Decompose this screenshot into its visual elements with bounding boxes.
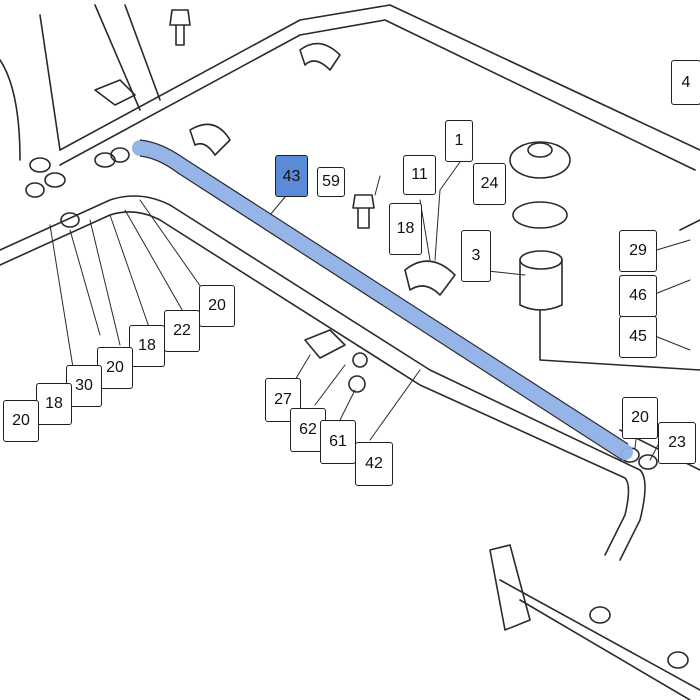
callout-43[interactable]: 43 [275, 155, 308, 197]
callout-22[interactable]: 22 [164, 310, 200, 352]
clamp-top [299, 42, 341, 71]
callout-18[interactable]: 18 [389, 203, 422, 255]
fitting-right-2 [638, 454, 658, 470]
callout-4[interactable]: 4 [671, 60, 700, 105]
callout-46[interactable]: 46 [619, 275, 657, 317]
left-post-4 [39, 14, 61, 151]
left-post-1 [0, 59, 21, 161]
filler-cap-top [527, 142, 553, 158]
callout-59[interactable]: 59 [317, 167, 345, 197]
hose-43-outline-top [139, 139, 629, 445]
callout-42[interactable]: 42 [355, 442, 393, 486]
callout-20[interactable]: 20 [199, 285, 235, 327]
callout-11[interactable]: 11 [403, 155, 436, 195]
callout-61[interactable]: 61 [320, 420, 356, 464]
fitting-left-4 [110, 147, 130, 163]
frame-rail-top-inner [59, 19, 696, 171]
callout-30[interactable]: 30 [66, 365, 102, 407]
clip-27 [304, 329, 346, 359]
fitting-left-6 [25, 182, 45, 198]
clamp-mid [189, 123, 231, 156]
callout-20[interactable]: 20 [3, 400, 39, 442]
right-frame [539, 309, 700, 371]
leader-lines [49, 161, 691, 461]
callout-1[interactable]: 1 [445, 120, 473, 162]
fitting-left-3 [94, 152, 116, 168]
nut-62 [352, 352, 368, 368]
bolt-59 [352, 194, 375, 229]
gasket-ring [512, 201, 568, 229]
callout-20[interactable]: 20 [622, 397, 658, 439]
callout-23[interactable]: 23 [658, 422, 696, 464]
fitting-left-1 [29, 157, 51, 173]
frame-rail-top [59, 4, 700, 151]
washer-61 [348, 375, 366, 393]
hose-43-outline-bottom [139, 155, 623, 461]
clamp-18 [404, 260, 456, 296]
callout-45[interactable]: 45 [619, 316, 657, 358]
lower-frame-tube-inner [0, 211, 630, 556]
fitting-left-5 [60, 212, 80, 228]
lower-crossbar [499, 579, 700, 691]
bolt-top [169, 9, 191, 46]
filler-cap [509, 141, 571, 179]
right-frame-upper [679, 219, 700, 231]
lower-bracket [489, 544, 531, 631]
lower-frame-tube [0, 195, 646, 561]
strainer-top [519, 250, 563, 270]
callout-18[interactable]: 18 [129, 325, 165, 367]
callout-3[interactable]: 3 [461, 230, 491, 282]
left-post-3 [124, 4, 161, 101]
callout-29[interactable]: 29 [619, 230, 657, 272]
strainer [519, 259, 563, 311]
callout-20[interactable]: 20 [97, 347, 133, 389]
fitting-bottom-1 [589, 606, 611, 624]
fitting-bottom-2 [667, 651, 689, 669]
hose-43-highlight[interactable] [132, 140, 633, 460]
callout-24[interactable]: 24 [473, 163, 506, 205]
fitting-left-2 [44, 172, 66, 188]
clamp-upper-left [94, 79, 136, 106]
callout-18[interactable]: 18 [36, 383, 72, 425]
lower-crossbar-inner [519, 599, 691, 700]
